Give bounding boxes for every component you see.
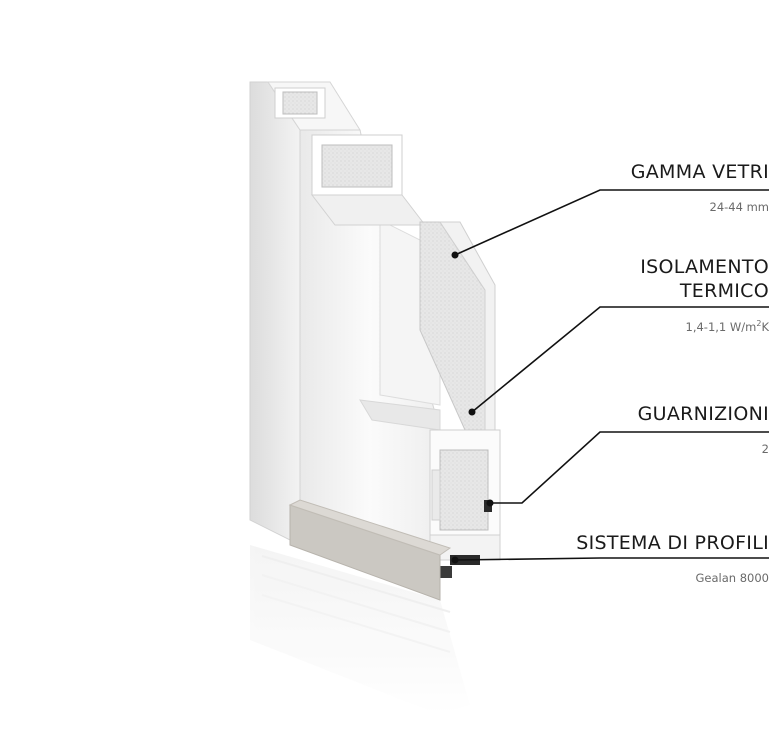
spec-value-guarnizioni: 2 [761, 442, 769, 456]
leader-line-sistema-di-profili [454, 557, 769, 561]
spec-value-gamma-vetri: 24-44 mm [709, 200, 769, 214]
floor-reflection [250, 545, 470, 715]
anchor-dot-sistema-di-profili [451, 556, 459, 564]
spec-value-prefix: 1,4-1,1 W/m [685, 319, 757, 334]
callout-anchor-dots [451, 251, 494, 564]
spec-value-sistema-di-profili: Gealan 8000 [695, 571, 769, 585]
spec-value-isolamento-termico: 1,4-1,1 W/m2K [640, 317, 769, 334]
spec-title-guarnizioni: GUARNIZIONI [637, 403, 769, 425]
spec-isolamento-termico: ISOLAMENTO TERMICO 1,4-1,1 W/m2K [640, 255, 769, 334]
spec-title-gamma-vetri: GAMMA VETRI [630, 161, 769, 183]
leader-line-isolamento-termico [471, 306, 769, 413]
spec-sistema-di-profili: SISTEMA DI PROFILI Gealan 8000 [576, 531, 769, 585]
spec-title-sistema-di-profili: SISTEMA DI PROFILI [576, 532, 769, 554]
callout-leader-lines [454, 189, 769, 561]
threshold-sill [288, 499, 452, 601]
spec-value-superscript: 2 [756, 319, 762, 328]
anchor-dot-isolamento-termico [468, 408, 476, 416]
spec-guarnizioni: GUARNIZIONI 2 [638, 402, 769, 456]
leader-line-gamma-vetri [454, 189, 769, 256]
spec-value-suffix: K [761, 319, 769, 334]
top-profile-chambers [274, 87, 427, 226]
spec-gamma-vetri: GAMMA VETRI 24-44 mm [631, 160, 769, 214]
anchor-dot-gamma-vetri [451, 251, 459, 259]
anchor-dot-guarnizioni [486, 499, 494, 507]
bottom-frame-chambers [429, 429, 501, 561]
leader-line-guarnizioni [490, 431, 769, 504]
spec-title-isolamento-termico: ISOLAMENTO TERMICO [640, 256, 769, 302]
